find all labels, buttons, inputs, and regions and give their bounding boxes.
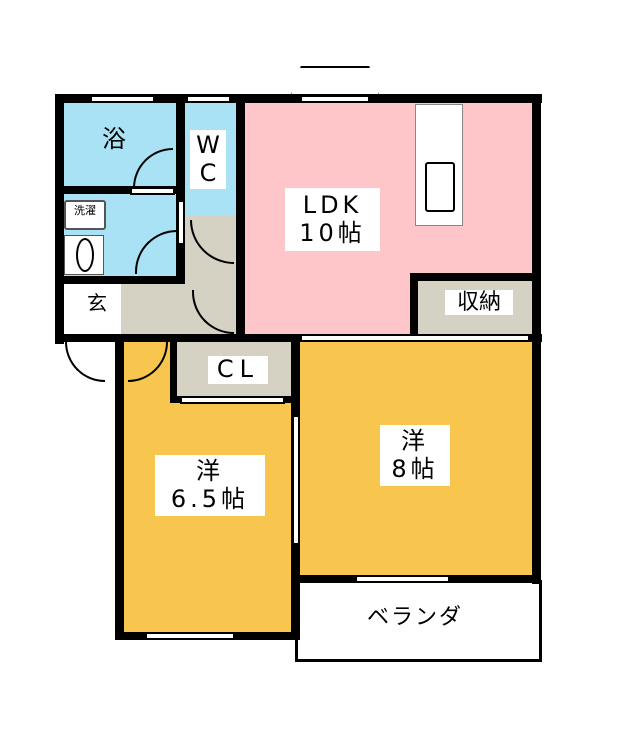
door-frame [130, 187, 175, 195]
wall [55, 186, 183, 194]
wall [55, 276, 185, 284]
wall [55, 94, 542, 103]
label-western-small-line2: 6.5帖 [170, 484, 250, 513]
label-bath: 浴 [102, 125, 130, 153]
window [145, 632, 235, 640]
window [186, 95, 231, 103]
label-wc-line1: W [196, 131, 220, 159]
label-ldk: LDK 10帖 [285, 188, 380, 252]
window [90, 95, 155, 103]
label-western-large-line1: 洋 [401, 427, 429, 455]
label-ldk-line2: 10帖 [299, 218, 366, 247]
closet-door [180, 396, 285, 404]
label-closet: CL [208, 355, 268, 384]
label-western-large-line2: 8帖 [391, 454, 439, 483]
label-western-small-line1: 洋 [196, 457, 224, 485]
wall [236, 94, 245, 339]
window [300, 95, 370, 103]
label-wc: W C [190, 130, 226, 190]
label-western-small: 洋 6.5帖 [155, 455, 265, 517]
kitchen-counter [415, 104, 463, 226]
door-frame [177, 200, 185, 245]
label-wc-line2: C [199, 158, 217, 187]
window [355, 575, 450, 583]
wall [170, 334, 177, 402]
sliding-door [292, 415, 300, 545]
label-veranda: ベランダ [350, 605, 480, 631]
wall [115, 334, 124, 640]
washing-machine-space [64, 200, 106, 230]
label-entrance: 玄 [82, 292, 112, 315]
sink [425, 162, 455, 212]
entrance-door-swing [65, 342, 105, 382]
washbasin-bowl [76, 238, 94, 272]
wall [55, 94, 64, 344]
label-washer: 洗濯 [74, 204, 96, 217]
wall [410, 273, 540, 281]
label-ldk-line1: LDK [302, 191, 363, 219]
sliding-door [300, 334, 530, 342]
label-storage: 収納 [445, 290, 513, 316]
label-western-large: 洋 8帖 [380, 425, 450, 487]
wall [410, 273, 418, 337]
